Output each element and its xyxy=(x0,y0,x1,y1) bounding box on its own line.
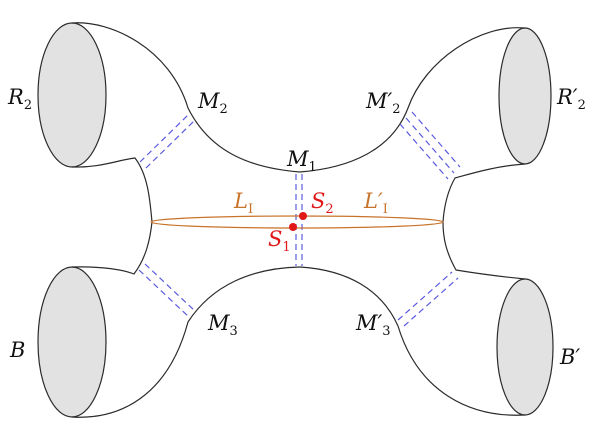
label-M2-prime: M′2 xyxy=(365,89,401,117)
cut-M2p-b xyxy=(411,111,461,168)
point-S2 xyxy=(299,212,307,220)
label-B: B xyxy=(9,338,25,362)
loop-L xyxy=(150,215,444,229)
point-S1 xyxy=(289,223,297,231)
label-M3-prime: M′3 xyxy=(355,311,391,339)
outline-left-inner-top xyxy=(71,157,153,223)
label-M1: M1 xyxy=(286,147,317,175)
outline-right-inner-top xyxy=(442,163,526,223)
label-L-prime: L′I xyxy=(363,189,388,217)
outline-top-left xyxy=(71,22,301,173)
outline-top-right xyxy=(299,27,526,173)
outline-left-inner-bottom xyxy=(71,221,153,275)
label-R2-prime: R′2 xyxy=(556,85,586,113)
disk-B xyxy=(37,266,107,418)
label-R2: R2 xyxy=(7,85,32,113)
cut-M2p-c xyxy=(399,123,449,180)
cut-M2-b xyxy=(145,120,195,169)
label-L: LI xyxy=(233,189,253,217)
label-B-prime: B′ xyxy=(559,345,580,369)
cut-M3p-b xyxy=(403,277,459,327)
disk-R2 xyxy=(37,22,107,168)
outline-right-inner-bottom xyxy=(442,221,526,280)
label-S2: S2 xyxy=(311,189,334,217)
disk-R2-prime xyxy=(498,27,552,165)
cut-M2p-a xyxy=(405,117,455,174)
outline-bottom-right xyxy=(299,266,526,416)
cut-M3-b xyxy=(144,263,197,313)
cut-M3-a xyxy=(138,269,191,319)
cut-M2-a xyxy=(139,114,189,163)
outline-bottom-left xyxy=(71,266,301,418)
cut-M3p-a xyxy=(397,271,453,321)
label-M3: M3 xyxy=(207,311,238,339)
label-M2: M2 xyxy=(197,89,228,117)
disk-B-prime xyxy=(496,278,554,416)
label-S1: S1 xyxy=(268,227,291,255)
